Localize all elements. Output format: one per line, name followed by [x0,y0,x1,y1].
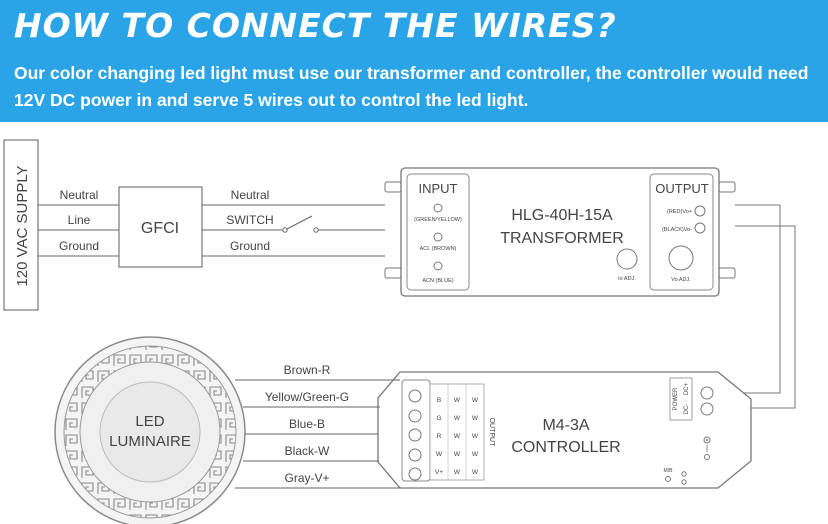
output-terminal-vo-plus: (RED)Vo+ [667,209,692,215]
terminal-col1-2: R [437,433,442,440]
dc-plus-label: DC+ [684,382,690,395]
transformer-input-title: INPUT [419,181,458,196]
wire-black-w: Black-W [285,444,330,458]
terminal-col3-2: W [472,433,479,440]
wire-brown-r: Brown-R [284,363,331,377]
controller-small-label: M/B [664,468,674,474]
io-adj-label: Io ADJ. [618,276,636,282]
header-banner: HOW TO CONNECT THE WIRES? Our color chan… [0,0,828,122]
terminal-col2-0: W [454,397,461,404]
luminaire-line2: LUMINAIRE [109,433,191,450]
switch-label: SWITCH [226,213,273,227]
terminal-col2-3: W [454,451,461,458]
input-terminal-green-yellow: (GREEN/YELLOW) [414,217,462,223]
supply-wire-ground: Ground [59,239,99,253]
output-terminal-vo-minus: (BLACK)Vo- [662,227,692,233]
supply-wires [38,204,119,257]
luminaire-wires [235,379,400,489]
wire-yellow-green-g: Yellow/Green-G [265,390,349,404]
dc-minus-label: DC- [684,404,690,415]
controller [377,371,752,489]
gfci-label: GFCI [141,220,179,237]
input-terminal-acn: ACN (BLUE) [422,278,453,284]
wire-blue-b: Blue-B [289,417,325,431]
transformer [384,167,736,297]
terminal-col2-1: W [454,415,461,422]
transformer-output-title: OUTPUT [655,181,709,196]
dc-power-wires [735,204,796,409]
gfci-box: GFCI [118,186,203,268]
supply-label: 120 VAC SUPPLY [14,165,31,286]
terminal-col2-2: W [454,433,461,440]
input-terminal-acl: ACL (BROWN) [420,246,457,252]
supply-wire-neutral: Neutral [60,188,99,202]
terminal-col1-3: W [436,451,443,458]
terminal-col1-1: G [436,415,441,422]
wire-gray-v-plus: Gray-V+ [284,471,329,485]
supply-wire-line: Line [68,213,91,227]
luminaire-line1: LED [135,413,164,430]
power-label: POWER [673,387,679,410]
gfci-out-neutral: Neutral [231,188,270,202]
controller-output-label: OUTPUT [488,418,495,448]
supply-box: 120 VAC SUPPLY [3,139,39,311]
terminal-col3-0: W [472,397,479,404]
terminal-col3-1: W [472,415,479,422]
controller-name: CONTROLLER [511,439,620,456]
terminal-col2-4: W [454,469,461,476]
terminal-col3-4: W [472,469,479,476]
controller-model: M4-3A [542,417,589,434]
gfci-wires [202,204,385,257]
page-title: HOW TO CONNECT THE WIRES? [14,6,617,45]
led-luminaire [54,336,246,524]
gfci-out-ground: Ground [230,239,270,253]
vo-adj-label: Vo ADJ. [671,277,691,283]
terminal-col1-4: V+ [435,469,443,476]
description-text: Our color changing led light must use ou… [14,63,809,110]
transformer-model: HLG-40H-15A [511,207,613,224]
terminal-col1-0: B [437,397,441,404]
terminal-col3-3: W [472,451,479,458]
transformer-name: TRANSFORMER [500,230,624,247]
